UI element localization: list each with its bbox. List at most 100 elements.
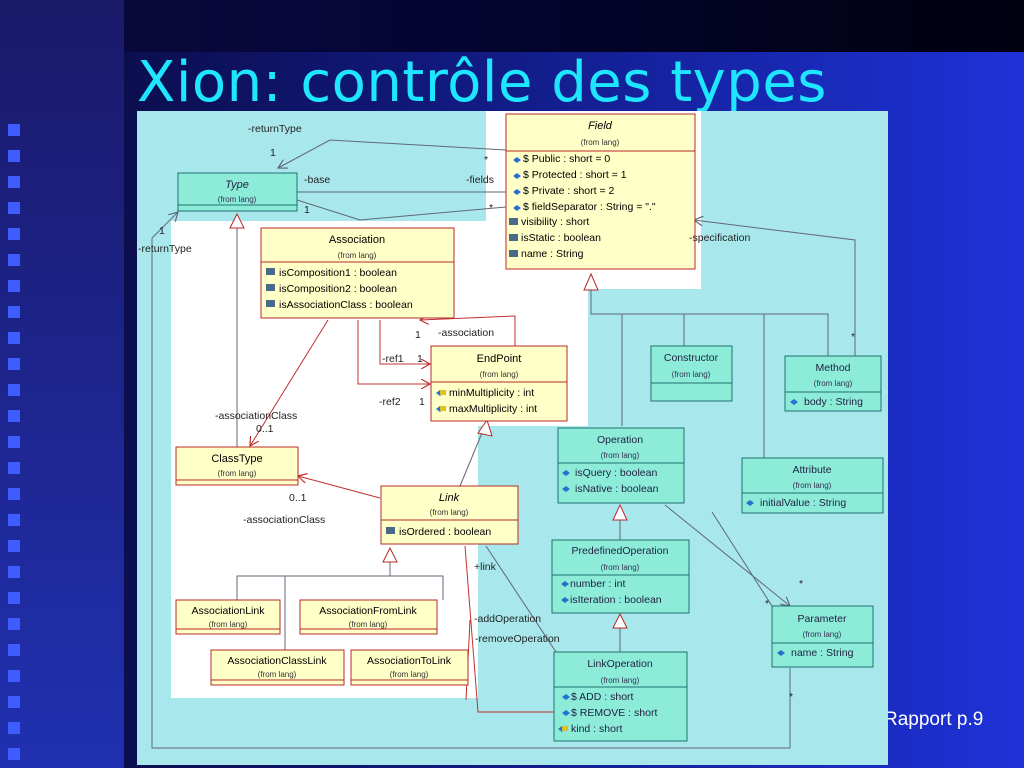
class-predefinedoperation[interactable]: PredefinedOperation (from lang) number :… xyxy=(551,539,690,614)
label-multiplicity: 1 xyxy=(304,204,310,216)
attr: isOrdered : boolean xyxy=(399,526,491,538)
label-multiplicity: 1 xyxy=(270,147,276,159)
attribute-icon xyxy=(386,527,395,534)
bullet-square xyxy=(8,410,20,422)
class-name: Type xyxy=(225,179,249,191)
class-parameter[interactable]: Parameter (from lang) name : String xyxy=(771,605,874,668)
inherit-triangle xyxy=(477,418,493,437)
class-operation[interactable]: Operation (from lang) isQuery : boolean … xyxy=(557,427,685,504)
attribute-icon xyxy=(562,470,570,492)
attr: $ Protected : short = 1 xyxy=(523,169,627,181)
attr: minMultiplicity : int xyxy=(449,387,534,399)
class-from: (from lang) xyxy=(793,481,832,490)
label-multiplicity: * xyxy=(489,202,493,214)
class-from: (from lang) xyxy=(218,195,257,204)
class-from: (from lang) xyxy=(209,620,248,629)
bullet-square xyxy=(8,462,20,474)
class-name: Constructor xyxy=(664,352,719,364)
class-classtype[interactable]: ClassType (from lang) xyxy=(175,446,299,486)
bullet-square xyxy=(8,254,20,266)
attr: $ Public : short = 0 xyxy=(523,153,610,165)
class-associationtolink[interactable]: AssociationToLink (from lang) xyxy=(350,649,469,686)
class-from: (from lang) xyxy=(480,370,519,379)
attribute-icon xyxy=(777,650,785,656)
label-associationclass: -associationClass xyxy=(215,410,297,422)
class-name: Attribute xyxy=(792,464,831,476)
label-base: -base xyxy=(304,174,330,186)
class-from: (from lang) xyxy=(601,451,640,460)
connector-ref1 xyxy=(379,320,430,364)
bullet-square xyxy=(8,358,20,370)
label-specification: -specification xyxy=(689,232,750,244)
class-field[interactable]: Field (from lang) $ Public : short = 0 $… xyxy=(505,113,696,270)
connector-add-operation xyxy=(464,545,554,713)
class-linkoperation[interactable]: LinkOperation (from lang) $ ADD : short … xyxy=(553,651,688,742)
bullet-square xyxy=(8,514,20,526)
connector-fields xyxy=(296,199,507,221)
connector-returntype-left xyxy=(151,238,476,749)
attribute-icon xyxy=(746,500,754,506)
connector-field-method xyxy=(590,290,829,356)
label-multiplicity: 1 xyxy=(417,353,423,365)
bullet-square xyxy=(8,280,20,292)
connector-operation-parameter xyxy=(664,504,790,606)
class-constructor[interactable]: Constructor (from lang) xyxy=(650,345,733,402)
inherit-triangle xyxy=(612,503,628,521)
bullet-square xyxy=(8,618,20,630)
attr: maxMultiplicity : int xyxy=(449,403,537,415)
attr: isQuery : boolean xyxy=(575,467,657,479)
attr: $ Private : short = 2 xyxy=(523,185,614,197)
class-from: (from lang) xyxy=(258,670,297,679)
class-link[interactable]: Link (from lang) isOrdered : boolean xyxy=(380,485,519,545)
connector-association-classtype xyxy=(250,319,329,446)
bullet-square xyxy=(8,540,20,552)
connector-returntype-left-head xyxy=(151,212,178,239)
attribute-icon xyxy=(790,399,798,405)
class-endpoint[interactable]: EndPoint (from lang) minMultiplicity : i… xyxy=(430,345,568,422)
class-from: (from lang) xyxy=(390,670,429,679)
class-name: Operation xyxy=(597,434,643,446)
class-associationfromlink[interactable]: AssociationFromLink (from lang) xyxy=(299,599,438,635)
connector-endpoint-association xyxy=(420,316,516,346)
attr: $ fieldSeparator : String = "." xyxy=(523,201,656,213)
class-name: AssociationClassLink xyxy=(227,655,327,667)
label-multiplicity: * xyxy=(765,598,769,610)
attr: name : String xyxy=(521,248,584,260)
attr: isComposition2 : boolean xyxy=(279,283,397,295)
class-attribute[interactable]: Attribute (from lang) initialValue : Str… xyxy=(741,457,884,514)
attribute-icon xyxy=(558,694,570,732)
connector-link-classtype xyxy=(298,476,381,499)
class-associationlink[interactable]: AssociationLink (from lang) xyxy=(175,599,281,635)
class-name: Parameter xyxy=(797,613,847,625)
class-name: PredefinedOperation xyxy=(572,545,669,557)
inherit-triangle xyxy=(612,612,628,629)
label-multiplicity: 1 xyxy=(419,396,425,408)
class-from: (from lang) xyxy=(672,370,711,379)
connector-ref2 xyxy=(357,320,430,384)
label-multiplicity: * xyxy=(851,331,855,343)
bullet-square xyxy=(8,228,20,240)
attribute-icon xyxy=(266,268,275,307)
bullet-square xyxy=(8,696,20,708)
attr: number : int xyxy=(570,578,626,590)
bullet-square xyxy=(8,488,20,500)
attr: body : String xyxy=(804,396,863,408)
label-multiplicity: * xyxy=(799,578,803,590)
inherit-triangle xyxy=(229,212,245,229)
label-returntype-left: -returnType xyxy=(138,243,192,255)
class-from: (from lang) xyxy=(581,138,620,147)
class-type[interactable]: Type (from lang) xyxy=(177,172,298,212)
attr: isComposition1 : boolean xyxy=(279,267,397,279)
bullet-square xyxy=(8,592,20,604)
slide-footer: Rapport p.9 xyxy=(884,709,984,730)
class-associationclasslink[interactable]: AssociationClassLink (from lang) xyxy=(210,649,345,686)
label-ref2: -ref2 xyxy=(379,396,401,408)
uml-diagram: Field (from lang) $ Public : short = 0 $… xyxy=(137,111,888,765)
bullet-square xyxy=(8,306,20,318)
class-from: (from lang) xyxy=(601,563,640,572)
label-link: +link xyxy=(474,561,497,573)
class-method[interactable]: Method (from lang) body : String xyxy=(784,355,882,412)
label-multiplicity: 0..1 xyxy=(289,492,307,504)
class-name: AssociationLink xyxy=(192,605,266,617)
class-association[interactable]: Association (from lang) isComposition1 :… xyxy=(260,227,455,319)
